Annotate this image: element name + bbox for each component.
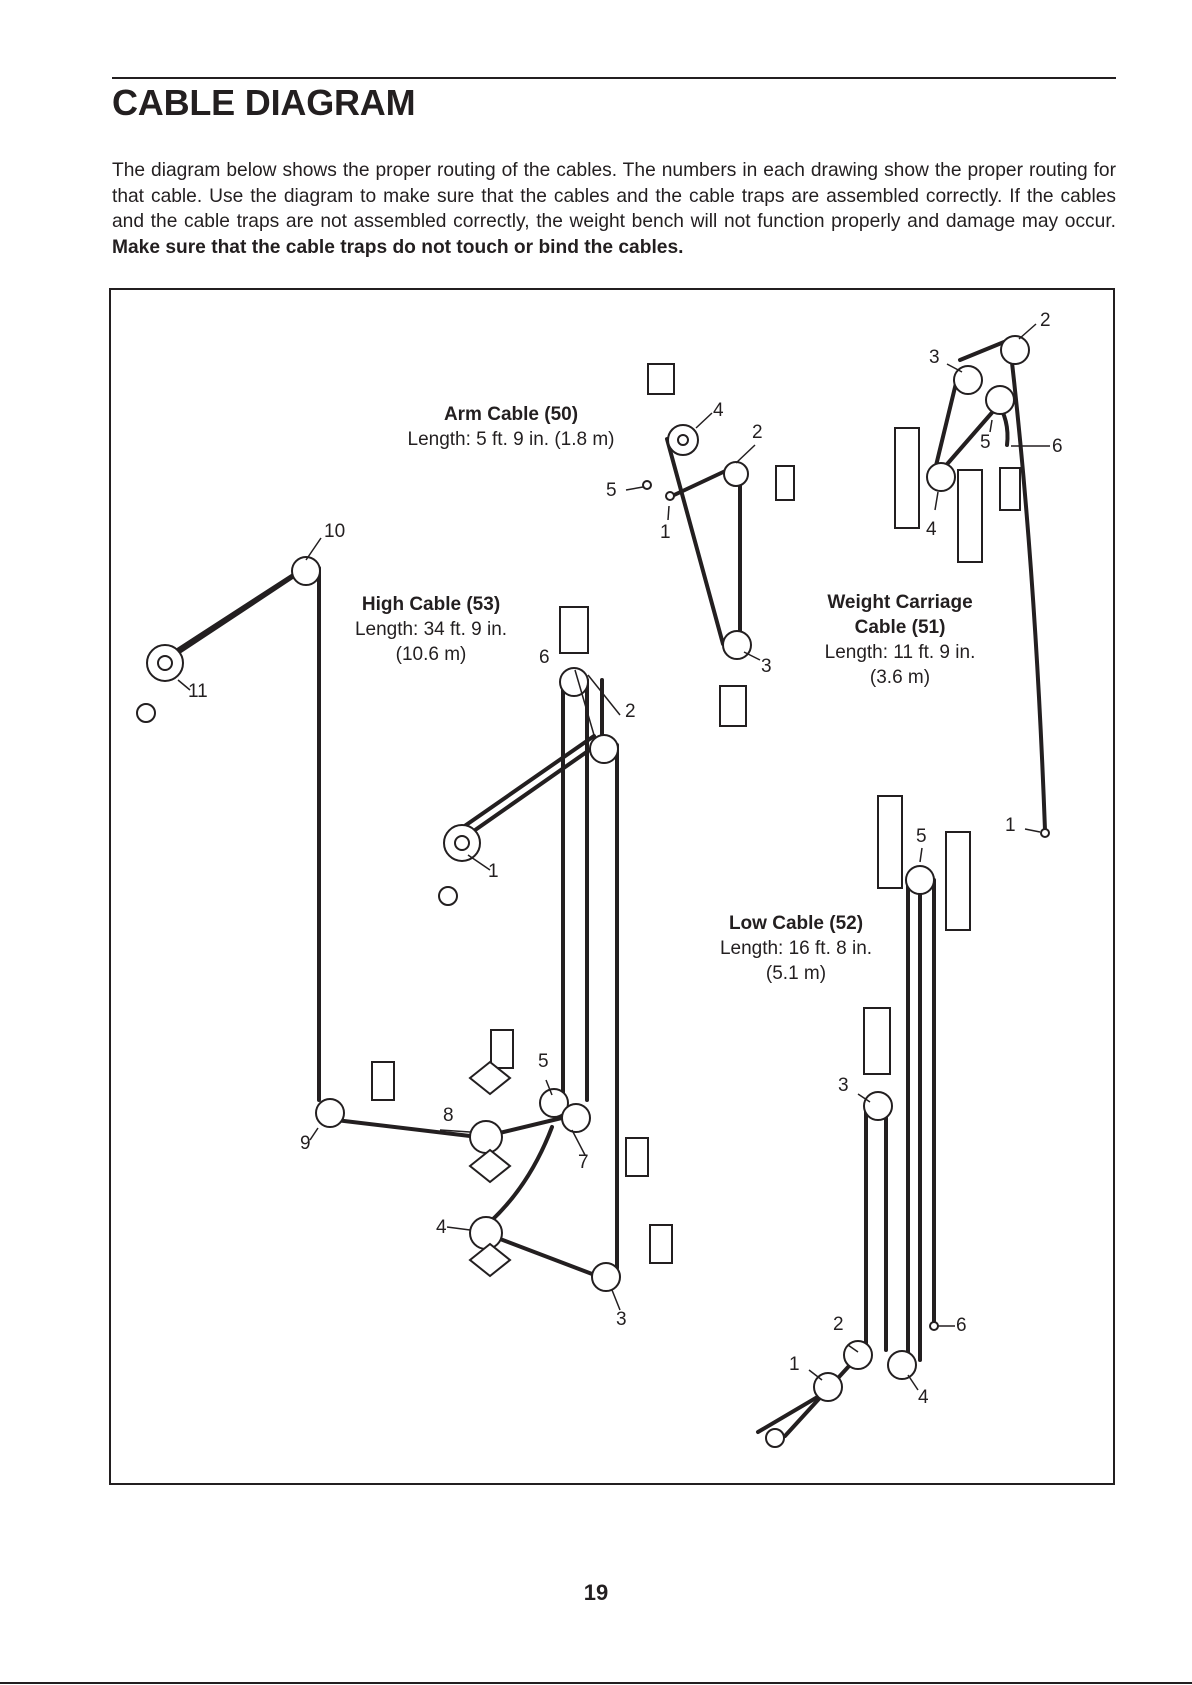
arm-callout-5: 5 [606, 480, 617, 501]
cable-trap-icon [894, 427, 920, 529]
low-cable-drawing [756, 878, 936, 1438]
low-callout-4: 4 [918, 1387, 929, 1408]
high-callout-5: 5 [538, 1051, 549, 1072]
cable-trap-icon [957, 469, 983, 563]
arm-cable-parts [642, 363, 795, 727]
low-callout-2: 2 [833, 1314, 844, 1335]
high-callout-2: 2 [625, 701, 636, 722]
pulley-icon [469, 1120, 503, 1154]
low-callout-5: 5 [916, 826, 927, 847]
cable-end-icon [1040, 828, 1050, 838]
pulley-icon [887, 1350, 917, 1380]
high-cable-caption: High Cable (53) Length: 34 ft. 9 in. (10… [346, 592, 516, 667]
high-callout-6: 6 [539, 647, 550, 668]
arm-cable-name: Arm Cable (50) [443, 404, 579, 425]
weight-carriage-cable-drawing [931, 340, 1047, 832]
weight-callout-3: 3 [929, 347, 940, 368]
handle-hook-icon [136, 703, 156, 723]
cable-trap-icon [371, 1061, 395, 1101]
cable-trap-icon [559, 606, 589, 654]
arm-callout-1: 1 [660, 522, 671, 543]
handle-hook-icon [438, 886, 458, 906]
cable-trap-icon [945, 831, 971, 931]
intro-warning: Make sure that the cable traps do not to… [112, 236, 684, 258]
high-cable-length: Length: 34 ft. 9 in. (10.6 m) [354, 619, 508, 665]
cable-trap-icon [649, 1224, 673, 1264]
pulley-icon [985, 385, 1015, 415]
low-callout-6: 6 [956, 1315, 967, 1336]
low-cable-length: Length: 16 ft. 8 in. (5.1 m) [719, 938, 873, 984]
diagram-frame [109, 288, 1115, 1485]
top-rule [112, 77, 1116, 79]
cable-trap-icon [468, 1242, 512, 1278]
weight-carriage-cable-caption: Weight Carriage Cable (51) Length: 11 ft… [812, 590, 988, 690]
cable-trap-icon [863, 1007, 891, 1075]
pulley-icon [723, 461, 749, 487]
weight-callout-6: 6 [1052, 436, 1063, 457]
pulley-icon [1000, 335, 1030, 365]
high-cable-drawing [153, 566, 619, 1279]
cable-trap-icon [490, 1029, 514, 1069]
high-callout-9: 9 [300, 1133, 311, 1154]
arm-callout-3: 3 [761, 656, 772, 677]
intro-paragraph: The diagram below shows the proper routi… [112, 158, 1116, 260]
arm-callout-4: 4 [713, 400, 724, 421]
cable-trap-icon [468, 1060, 512, 1096]
pulley-icon [469, 1216, 503, 1250]
high-callout-3: 3 [616, 1309, 627, 1330]
cable-trap-icon [775, 465, 795, 501]
weight-callout-4: 4 [926, 519, 937, 540]
cable-end-icon [642, 480, 652, 490]
pulley-icon [591, 1262, 621, 1292]
low-callout-3: 3 [838, 1075, 849, 1096]
high-callout-11: 11 [188, 681, 208, 702]
pulley-icon [559, 667, 589, 697]
weight-carriage-cable-name: Weight Carriage Cable (51) [827, 592, 973, 638]
weight-callout-1: 1 [1005, 815, 1016, 836]
handle-hook-icon [765, 1428, 785, 1448]
high-cable-name: High Cable (53) [361, 594, 501, 615]
pulley-icon [953, 365, 983, 395]
arm-callout-2: 2 [752, 422, 763, 443]
high-callout-10: 10 [324, 521, 346, 542]
low-cable-caption: Low Cable (52) Length: 16 ft. 8 in. (5.1… [706, 911, 886, 986]
page-number: 19 [583, 1580, 609, 1605]
cable-trap-icon [647, 363, 675, 395]
cable-trap-icon [999, 467, 1021, 511]
high-callout-4: 4 [436, 1217, 447, 1238]
leader-lines [177, 323, 1050, 1391]
cable-trap-icon [468, 1148, 512, 1184]
high-callout-1: 1 [488, 861, 499, 882]
pulley-icon [589, 734, 619, 764]
pulley-icon [722, 630, 752, 660]
high-callout-8: 8 [443, 1105, 454, 1126]
pulley-icon [539, 1088, 569, 1118]
pulley-icon [926, 462, 956, 492]
weight-callout-2: 2 [1040, 310, 1051, 331]
cable-trap-icon [719, 685, 747, 727]
weight-carriage-parts [894, 335, 1050, 838]
pulley-icon [561, 1103, 591, 1133]
bottom-rule [0, 1682, 1192, 1684]
cable-trap-icon [625, 1137, 649, 1177]
low-cable-name: Low Cable (52) [728, 913, 864, 934]
intro-text: The diagram below shows the proper routi… [112, 160, 1116, 232]
high-callout-7: 7 [578, 1152, 589, 1173]
pulley-icon [905, 865, 935, 895]
low-callout-1: 1 [789, 1354, 800, 1375]
arm-cable-caption: Arm Cable (50) Length: 5 ft. 9 in. (1.8 … [396, 402, 626, 452]
high-cable-pulleys [136, 556, 673, 1292]
pulley-icon [315, 1098, 345, 1128]
page-title: CABLE DIAGRAM [112, 82, 416, 123]
weight-carriage-cable-length: Length: 11 ft. 9 in. (3.6 m) [824, 642, 976, 688]
pulley-icon [291, 556, 321, 586]
cable-trap-icon [877, 795, 903, 889]
arm-cable-length: Length: 5 ft. 9 in. (1.8 m) [407, 429, 615, 450]
cable-end-icon [929, 1321, 939, 1331]
weight-callout-5: 5 [980, 432, 991, 453]
cable-end-icon [665, 491, 675, 501]
pulley-icon [863, 1091, 893, 1121]
